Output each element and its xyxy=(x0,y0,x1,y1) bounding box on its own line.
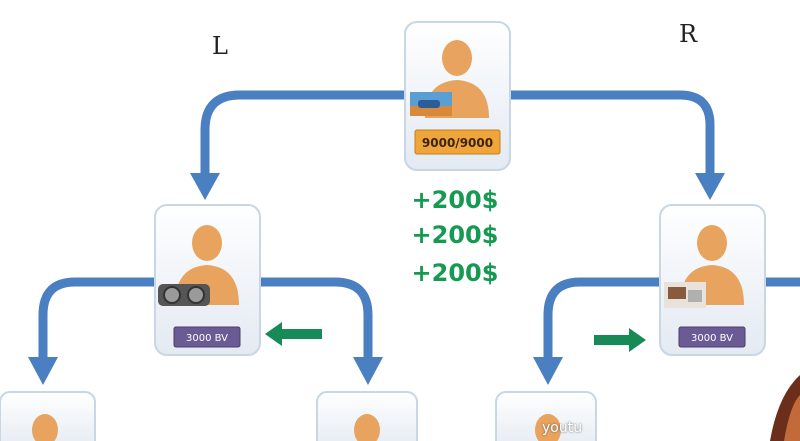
watch-icon xyxy=(158,284,210,306)
bonus-amount-3: +200$ xyxy=(411,259,499,287)
connector-left-to-lower-right xyxy=(253,277,373,365)
arrowhead-lower-left-1 xyxy=(28,357,58,385)
connector-left-to-lower-left xyxy=(38,277,163,365)
arrowhead-lower-left-2 xyxy=(353,357,383,385)
connector-lines xyxy=(38,90,800,365)
left-node-badge xyxy=(173,326,241,348)
video-watermark: youtu xyxy=(542,420,583,436)
arrowhead-lower-right-1 xyxy=(533,357,563,385)
right-node-value: 3000 BV xyxy=(691,333,733,344)
top-node-card[interactable]: 9000/9000 xyxy=(404,21,511,171)
bottom-node-card-3[interactable] xyxy=(495,391,597,441)
arrowhead-right xyxy=(695,173,725,200)
arrowhead-left xyxy=(190,173,220,200)
left-node-value: 3000 BV xyxy=(186,333,228,344)
right-node-badge xyxy=(678,326,746,348)
connector-right-to-lower-left xyxy=(543,277,667,365)
bonus-amount-2: +200$ xyxy=(411,221,499,249)
connector-top-to-right xyxy=(505,90,715,181)
person-icon xyxy=(354,414,380,441)
top-node-value: 9000/9000 xyxy=(422,136,493,150)
bonus-amount-1: +200$ xyxy=(411,186,499,214)
right-leg-label: R xyxy=(679,20,698,48)
flow-arrow-left-icon xyxy=(265,322,322,346)
gadgets-photo-icon xyxy=(664,282,706,308)
bottom-node-card-2[interactable] xyxy=(316,391,418,441)
top-node-badge xyxy=(414,129,501,155)
presenter-photo xyxy=(770,375,800,441)
connector-top-to-left xyxy=(200,90,410,181)
left-node-card[interactable]: 3000 BV xyxy=(154,204,261,356)
car-photo-icon xyxy=(410,92,452,116)
connector-arrowheads xyxy=(28,173,725,385)
person-icon xyxy=(32,414,58,441)
flow-arrow-right-icon xyxy=(594,328,646,352)
person-icon xyxy=(535,414,561,441)
left-leg-label: L xyxy=(212,32,228,60)
right-node-card[interactable]: 3000 BV xyxy=(659,204,766,356)
bottom-node-card-1[interactable] xyxy=(0,391,96,441)
